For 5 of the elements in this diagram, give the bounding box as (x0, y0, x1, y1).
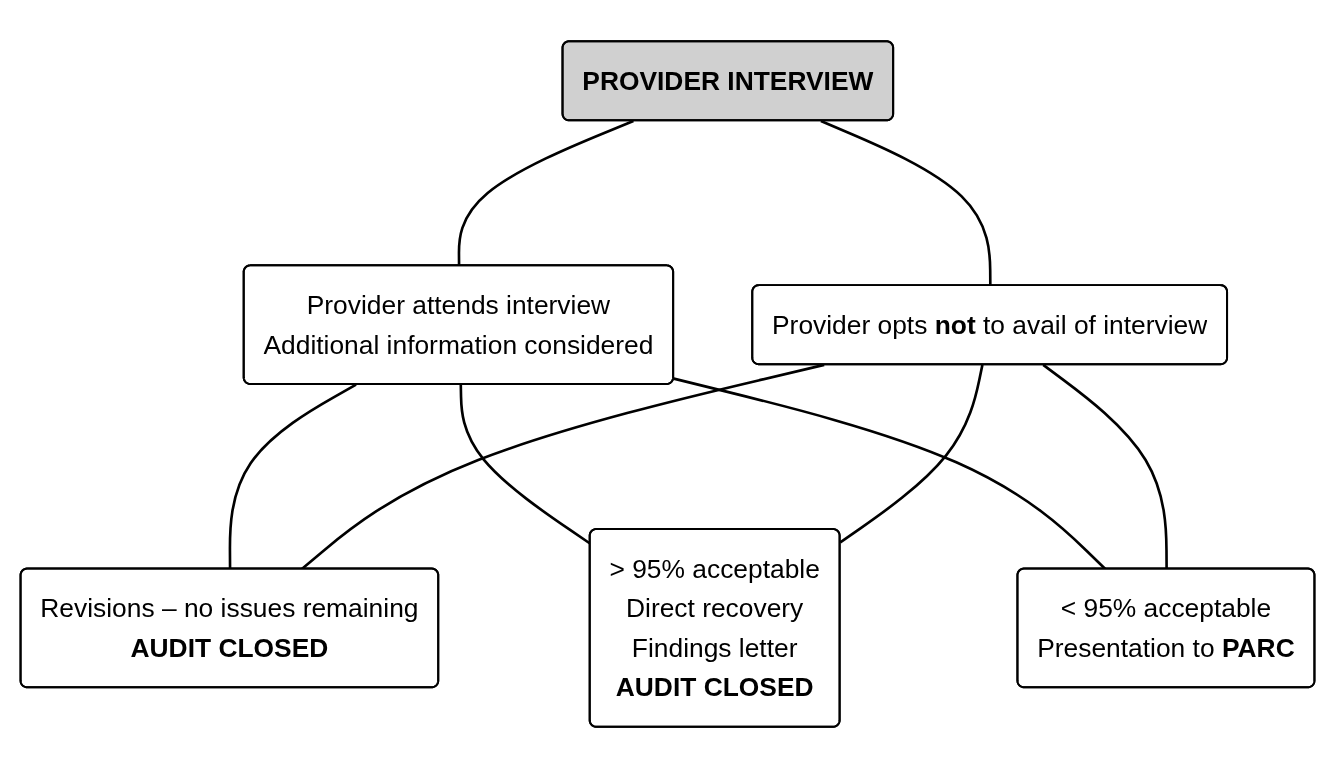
connector (228, 383, 357, 570)
connector (1042, 363, 1168, 570)
connector (457, 119, 634, 266)
connector (820, 119, 992, 286)
connector (839, 364, 984, 544)
